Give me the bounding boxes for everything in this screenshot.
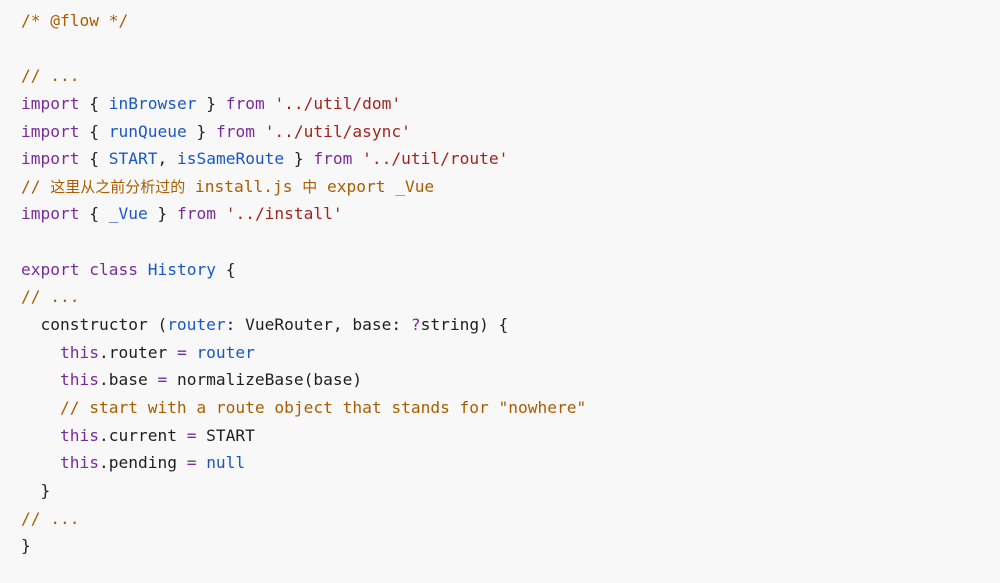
code-line <box>21 35 1000 63</box>
code-token-keyword: = <box>176 342 187 362</box>
code-line: // ... <box>21 62 1000 90</box>
code-token-plain: } <box>186 121 216 141</box>
code-token-plain <box>21 343 60 362</box>
code-token-plain: { <box>79 149 109 169</box>
code-line: import { _Vue } from '../install' <box>21 200 1000 228</box>
code-token-comment: 中 <box>302 177 318 196</box>
code-lines: /* @flow */ // ... import { inBrowser } fr… <box>21 7 1000 560</box>
code-token-plain <box>138 260 148 279</box>
code-token-comment: install.js <box>185 176 303 196</box>
code-line: this.pending = null <box>21 449 1000 477</box>
code-token-ident: router <box>196 342 255 362</box>
code-token-plain: normalizeBase(base) <box>167 370 363 390</box>
code-line: constructor (router: VueRouter, base: ?s… <box>21 311 1000 339</box>
code-token-plain: { <box>215 259 236 279</box>
code-token-ident: History <box>147 259 216 279</box>
code-token-keyword: this <box>59 425 99 445</box>
code-token-string: '../util/async' <box>264 121 411 141</box>
code-token-keyword: import <box>21 204 80 224</box>
code-token-keyword: import <box>21 149 80 169</box>
code-line: this.current = START <box>21 422 1000 450</box>
code-token-plain: string) { <box>420 315 509 335</box>
code-token-plain <box>21 370 60 389</box>
code-token-comment: /* @flow */ <box>21 11 129 30</box>
code-token-plain <box>265 94 275 113</box>
code-token-keyword: this <box>59 453 99 473</box>
code-line: import { START, isSameRoute } from '../u… <box>21 145 1000 173</box>
code-line: /* @flow */ <box>21 7 1000 35</box>
code-token-plain: } <box>196 93 226 113</box>
code-line: // start with a route object that stands… <box>21 394 1000 422</box>
code-token-comment: // start with a route object that stands… <box>59 397 587 417</box>
code-token-plain <box>196 453 206 472</box>
code-token-plain <box>216 204 226 223</box>
code-line: export class History { <box>21 256 1000 284</box>
code-token-plain <box>21 453 60 472</box>
code-token-ident: START <box>108 149 158 169</box>
code-token-keyword: this <box>59 370 99 390</box>
code-line: this.base = normalizeBase(base) <box>21 366 1000 394</box>
code-token-plain: : VueRouter, base: <box>225 315 411 335</box>
code-token-plain: { <box>79 204 109 224</box>
code-token-string: '../util/route' <box>362 149 509 169</box>
code-token-keyword: from <box>313 149 353 169</box>
code-token-plain: START <box>196 425 255 445</box>
code-token-plain: } <box>21 536 31 556</box>
code-token-keyword: import <box>21 93 80 113</box>
code-token-string: '../util/dom' <box>274 93 402 113</box>
code-token-comment: // <box>21 176 51 196</box>
code-token-string: '../install' <box>225 204 343 224</box>
code-token-plain: { <box>79 93 109 113</box>
code-token-ident: runQueue <box>108 121 187 141</box>
code-token-ident: null <box>206 453 246 473</box>
code-token-ident: router <box>167 315 226 335</box>
code-token-comment: export _Vue <box>317 176 435 196</box>
code-token-comment: 这里从之前分析过的 <box>50 177 186 196</box>
code-line: } <box>21 532 1000 560</box>
code-token-plain: .base <box>98 370 158 390</box>
code-token-keyword: class <box>89 259 138 279</box>
code-token-keyword: from <box>176 204 216 224</box>
code-line <box>21 228 1000 256</box>
code-token-plain <box>255 122 265 141</box>
code-line: } <box>21 477 1000 505</box>
code-token-comment: // ... <box>21 66 80 86</box>
code-line: // ... <box>21 505 1000 533</box>
code-line: import { inBrowser } from '../util/dom' <box>21 90 1000 118</box>
code-token-plain: { <box>79 121 109 141</box>
code-token-ident: _Vue <box>108 204 148 224</box>
code-token-plain: } <box>21 480 51 500</box>
code-line: this.router = router <box>21 339 1000 367</box>
code-token-plain: .router <box>98 342 177 362</box>
code-token-plain <box>187 343 197 362</box>
code-token-keyword: import <box>21 121 80 141</box>
code-token-keyword: export <box>21 259 80 279</box>
code-token-plain <box>21 426 60 445</box>
code-token-plain <box>21 398 60 417</box>
code-token-keyword: = <box>157 370 168 390</box>
code-token-keyword: from <box>215 121 255 141</box>
code-token-plain: } <box>147 204 177 224</box>
code-token-plain <box>79 260 89 279</box>
code-token-plain: .pending <box>98 453 187 473</box>
code-token-keyword: this <box>59 342 99 362</box>
code-token-plain: .current <box>98 425 187 445</box>
code-token-keyword: from <box>225 93 265 113</box>
code-token-plain: constructor ( <box>21 315 168 335</box>
code-token-keyword: = <box>186 453 197 473</box>
code-line: import { runQueue } from '../util/async' <box>21 118 1000 146</box>
code-token-plain: } <box>284 149 314 169</box>
code-token-comment: // ... <box>21 508 80 528</box>
code-line: // 这里从之前分析过的 install.js 中 export _Vue <box>21 173 1000 201</box>
code-token-plain: , <box>157 149 177 169</box>
code-line: // ... <box>21 283 1000 311</box>
code-token-keyword: = <box>186 425 197 445</box>
code-token-ident: inBrowser <box>108 93 197 113</box>
code-token-comment: // ... <box>21 287 80 307</box>
code-token-keyword: ? <box>410 315 421 335</box>
code-token-plain <box>352 149 362 168</box>
code-token-ident: isSameRoute <box>176 149 285 169</box>
